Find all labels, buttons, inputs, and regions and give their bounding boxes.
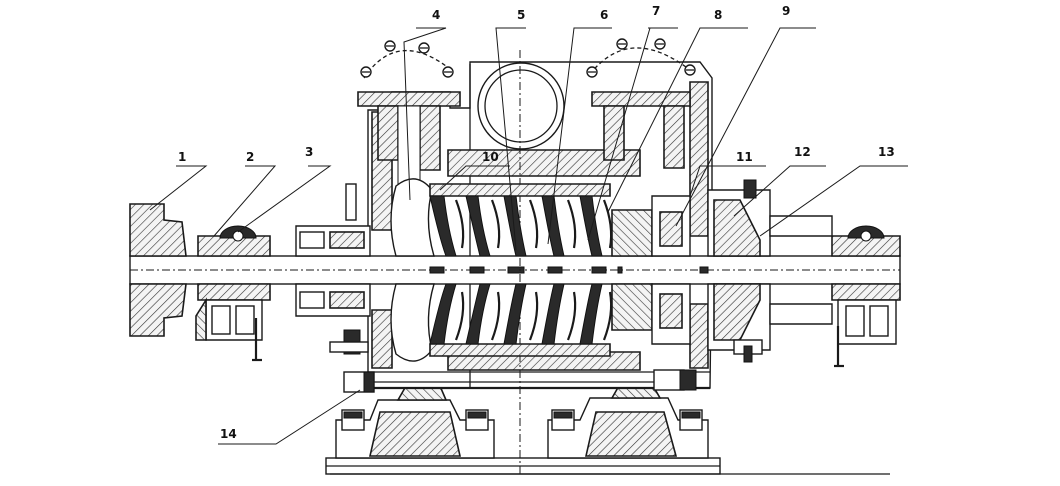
callout-2: 2 (246, 150, 254, 164)
callout-12: 12 (794, 145, 811, 159)
callout-3: 3 (305, 145, 313, 159)
callout-5: 5 (517, 8, 525, 22)
suction-impeller (390, 178, 435, 362)
callout-13: 13 (878, 145, 895, 159)
callout-7: 7 (652, 4, 660, 18)
left-bearing-housing (195, 225, 271, 362)
right-seal-housing (707, 179, 771, 363)
base-frame (325, 457, 890, 475)
callout-labels: 1 2 3 4 5 6 7 8 9 10 11 12 13 14 (178, 4, 895, 441)
top-flange-bolts (360, 38, 696, 79)
left-support-foot (335, 385, 495, 459)
coupling (129, 203, 187, 337)
callout-1: 1 (178, 150, 186, 164)
callout-14: 14 (220, 427, 237, 441)
balance-section (611, 195, 691, 345)
casing-circular-port (477, 62, 565, 150)
right-bearing-housing (769, 215, 901, 368)
left-seal-housing (295, 183, 371, 355)
callout-10: 10 (482, 150, 499, 164)
casing-tie-bolts (343, 369, 697, 393)
pump-shaft (129, 255, 901, 285)
callout-6: 6 (600, 8, 608, 22)
discharge-nozzle (591, 91, 691, 169)
right-support-foot (547, 383, 709, 459)
impeller-stages-upper (429, 183, 613, 257)
impeller-stages-lower (429, 283, 613, 357)
suction-nozzle (357, 91, 461, 197)
callout-8: 8 (714, 8, 722, 22)
leader-lines (149, 27, 908, 445)
callout-11: 11 (736, 150, 753, 164)
callout-9: 9 (782, 4, 790, 18)
callout-4: 4 (432, 8, 440, 22)
